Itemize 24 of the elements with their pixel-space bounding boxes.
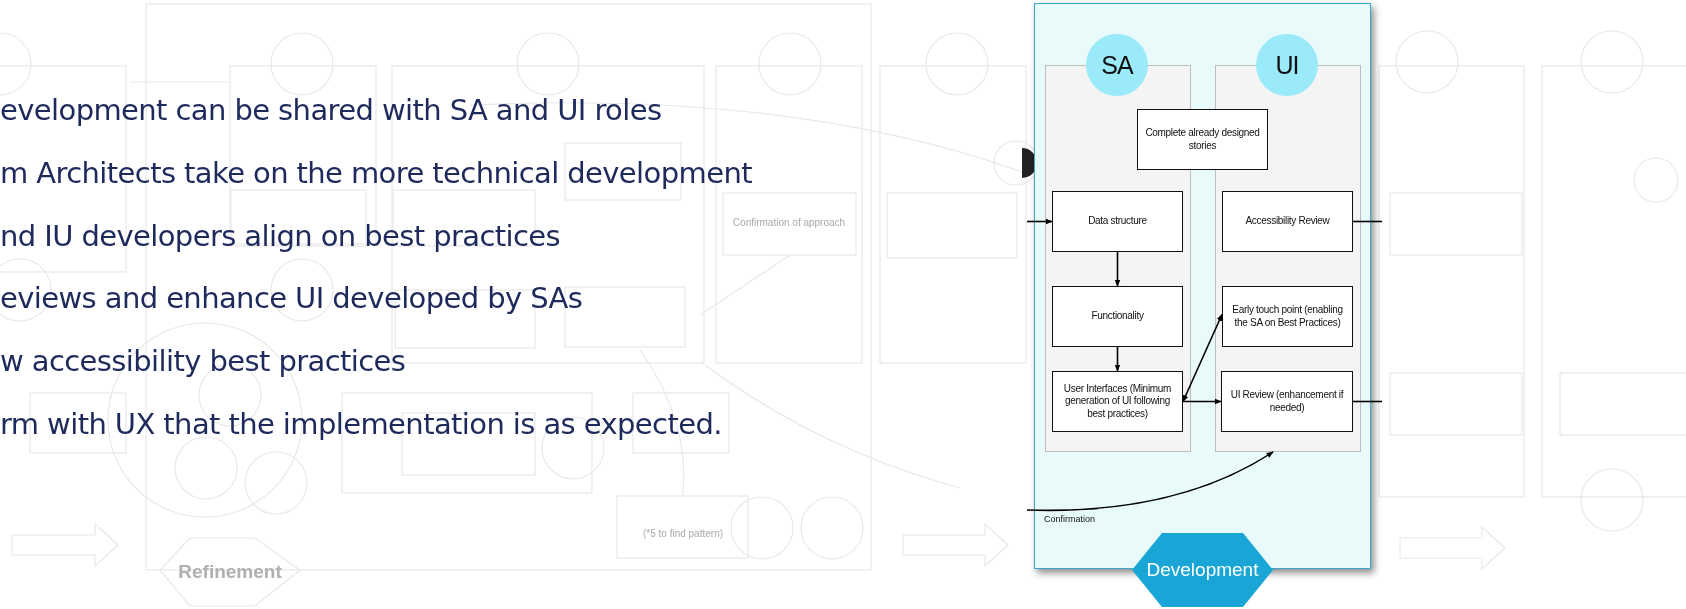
process-box: User Interfaces (Minimum generation of UI following best practices) — [1052, 371, 1183, 432]
faded-label: (*5 to find pattern) — [643, 527, 723, 539]
bullet-text: m Architects take on the more technical development — [0, 156, 752, 190]
bullet-text: w accessibility best practices — [0, 344, 406, 378]
process-box: Accessibility Review — [1222, 191, 1353, 252]
faded-label: Confirmation of approach — [732, 216, 846, 228]
edge-label: Confirmation — [1043, 514, 1097, 524]
arrow — [1026, 451, 1274, 512]
arrow — [1114, 346, 1121, 372]
process-box: Data structure — [1052, 191, 1183, 252]
process-box: UI Review (enhancement if needed) — [1221, 371, 1353, 432]
bullet-text: nd IU developers align on best practices — [0, 219, 561, 253]
bullet-text: eviews and enhance UI developed by SAs — [0, 281, 583, 315]
faded-label: Refinement — [178, 561, 282, 583]
bullet-text: evelopment can be shared with SA and UI roles — [0, 93, 662, 127]
process-box: Functionality — [1052, 286, 1183, 347]
process-box: Complete already designed stories — [1137, 109, 1268, 170]
process-box: Early touch point (enabling the SA on Best Practices) — [1222, 286, 1353, 347]
arrow — [1114, 251, 1121, 287]
phase-hexagon: Development — [1132, 533, 1273, 607]
arrow — [1182, 313, 1223, 403]
arrow — [1182, 398, 1222, 405]
bullet-text: rm with UX that the implementation is as expected. — [0, 407, 722, 441]
arrow — [1026, 218, 1053, 225]
